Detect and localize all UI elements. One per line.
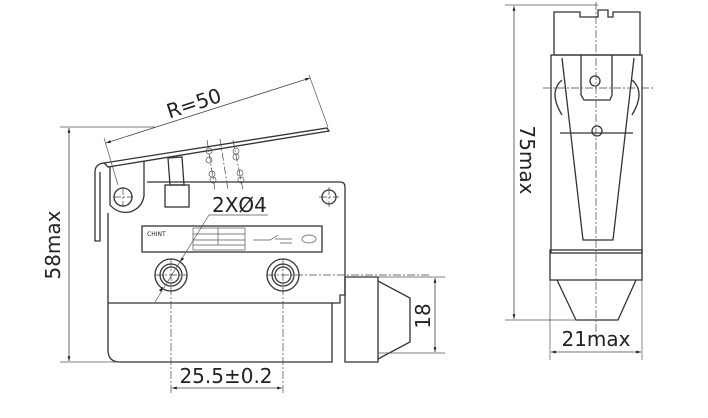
front-dimensions: 58max R=50 2XØ4 25.5±0.2 18 xyxy=(41,74,445,390)
dim-radius-label: R=50 xyxy=(163,83,224,123)
side-pin xyxy=(589,75,601,87)
side-fork xyxy=(580,55,613,101)
front-view: CHINT xyxy=(94,127,430,395)
lever-hook xyxy=(94,162,105,242)
switch-body xyxy=(107,181,346,363)
dim-spacing-label: 25.5±0.2 xyxy=(179,364,272,388)
dim-height-label: 58max xyxy=(41,210,65,279)
side-body xyxy=(550,54,643,254)
side-lever xyxy=(561,57,635,241)
lever-pivot xyxy=(109,161,145,213)
actuator-block xyxy=(164,184,190,208)
dim-side-width-label: 21max xyxy=(561,327,630,351)
side-dimensions: 75max 21max xyxy=(505,4,643,360)
lever-arm xyxy=(102,127,331,168)
plunger-housing xyxy=(344,276,379,363)
nameplate xyxy=(141,225,323,253)
actuator-stem xyxy=(167,156,185,186)
side-cone xyxy=(556,279,637,321)
centerlines xyxy=(113,187,430,395)
side-head xyxy=(553,9,641,56)
nameplate-table xyxy=(192,227,317,251)
dim-holes-label: 2XØ4 xyxy=(212,193,267,217)
spring-marks xyxy=(205,138,245,191)
dim-plunger-label: 18 xyxy=(411,303,435,328)
dim-side-height-label: 75max xyxy=(515,125,539,194)
side-view xyxy=(543,2,654,340)
side-hole xyxy=(591,125,603,137)
logo-chint: CHINT xyxy=(147,231,166,238)
plunger-cone xyxy=(377,280,411,360)
